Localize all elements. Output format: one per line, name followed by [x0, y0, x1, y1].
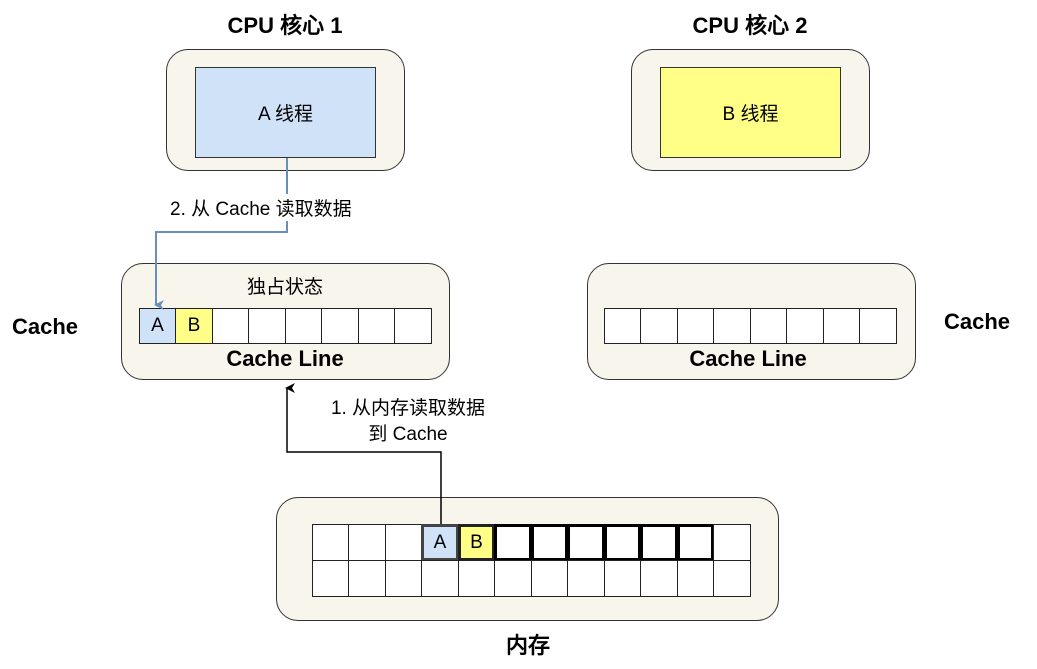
thread-b: B 线程 — [660, 67, 841, 158]
memory-cell — [677, 524, 714, 561]
core2-title: CPU 核心 2 — [692, 13, 808, 38]
core1-title: CPU 核心 1 — [227, 13, 343, 38]
cache-1-cell-a-label: A — [151, 315, 164, 336]
memory-cell-a: A — [421, 524, 459, 561]
edge-label-read-from-cache: 2. 从 Cache 读取数据 — [168, 194, 354, 221]
edge-read-from-memory — [285, 383, 442, 524]
cache-2-side-label: Cache — [944, 309, 1011, 334]
thread-a: A 线程 — [195, 67, 376, 158]
memory-cell — [385, 560, 422, 597]
cache-1-cell — [321, 308, 359, 344]
memory-cell — [567, 524, 605, 561]
memory-cell — [531, 524, 568, 561]
memory-label: 内存 — [505, 633, 550, 658]
edge-read-from-cache — [154, 158, 288, 310]
memory-cell — [531, 560, 568, 597]
memory-cell-b: B — [458, 524, 495, 561]
memory-cell — [421, 560, 459, 597]
memory-cell-a-label: A — [433, 531, 447, 553]
cache-1-side-label: Cache — [12, 314, 79, 339]
memory-cell — [494, 524, 532, 561]
memory-cell — [640, 524, 678, 561]
edge-label-read-from-memory-2: 到 Cache — [368, 424, 448, 445]
cache-2-cell — [713, 308, 751, 344]
cache-1-state: 独占状态 — [246, 277, 323, 298]
memory-cell — [494, 560, 532, 597]
cache-1-cell — [394, 308, 432, 344]
memory-cell — [348, 560, 386, 597]
cache-1-cell-b: B — [175, 308, 213, 344]
memory-cell — [713, 524, 751, 561]
memory-cell — [604, 560, 641, 597]
memory-cell — [312, 560, 349, 597]
memory-cell-b-label: B — [470, 531, 483, 553]
cache-2-line-label: Cache Line — [689, 346, 807, 371]
cache-1-cell-b-label: B — [187, 315, 201, 336]
cache-2-cell — [859, 308, 897, 344]
thread-a-label: A 线程 — [258, 104, 313, 125]
cache-2-cell — [823, 308, 860, 344]
thread-b-label: B 线程 — [722, 104, 779, 125]
cache-1-cell — [212, 308, 249, 344]
cache-2-cell — [750, 308, 787, 344]
memory-cell — [713, 560, 751, 597]
cache-1-line-label: Cache Line — [226, 346, 344, 371]
memory-cell — [604, 524, 641, 561]
memory-cell — [640, 560, 678, 597]
edge-label-read-from-memory-1: 1. 从内存读取数据 — [330, 398, 486, 419]
